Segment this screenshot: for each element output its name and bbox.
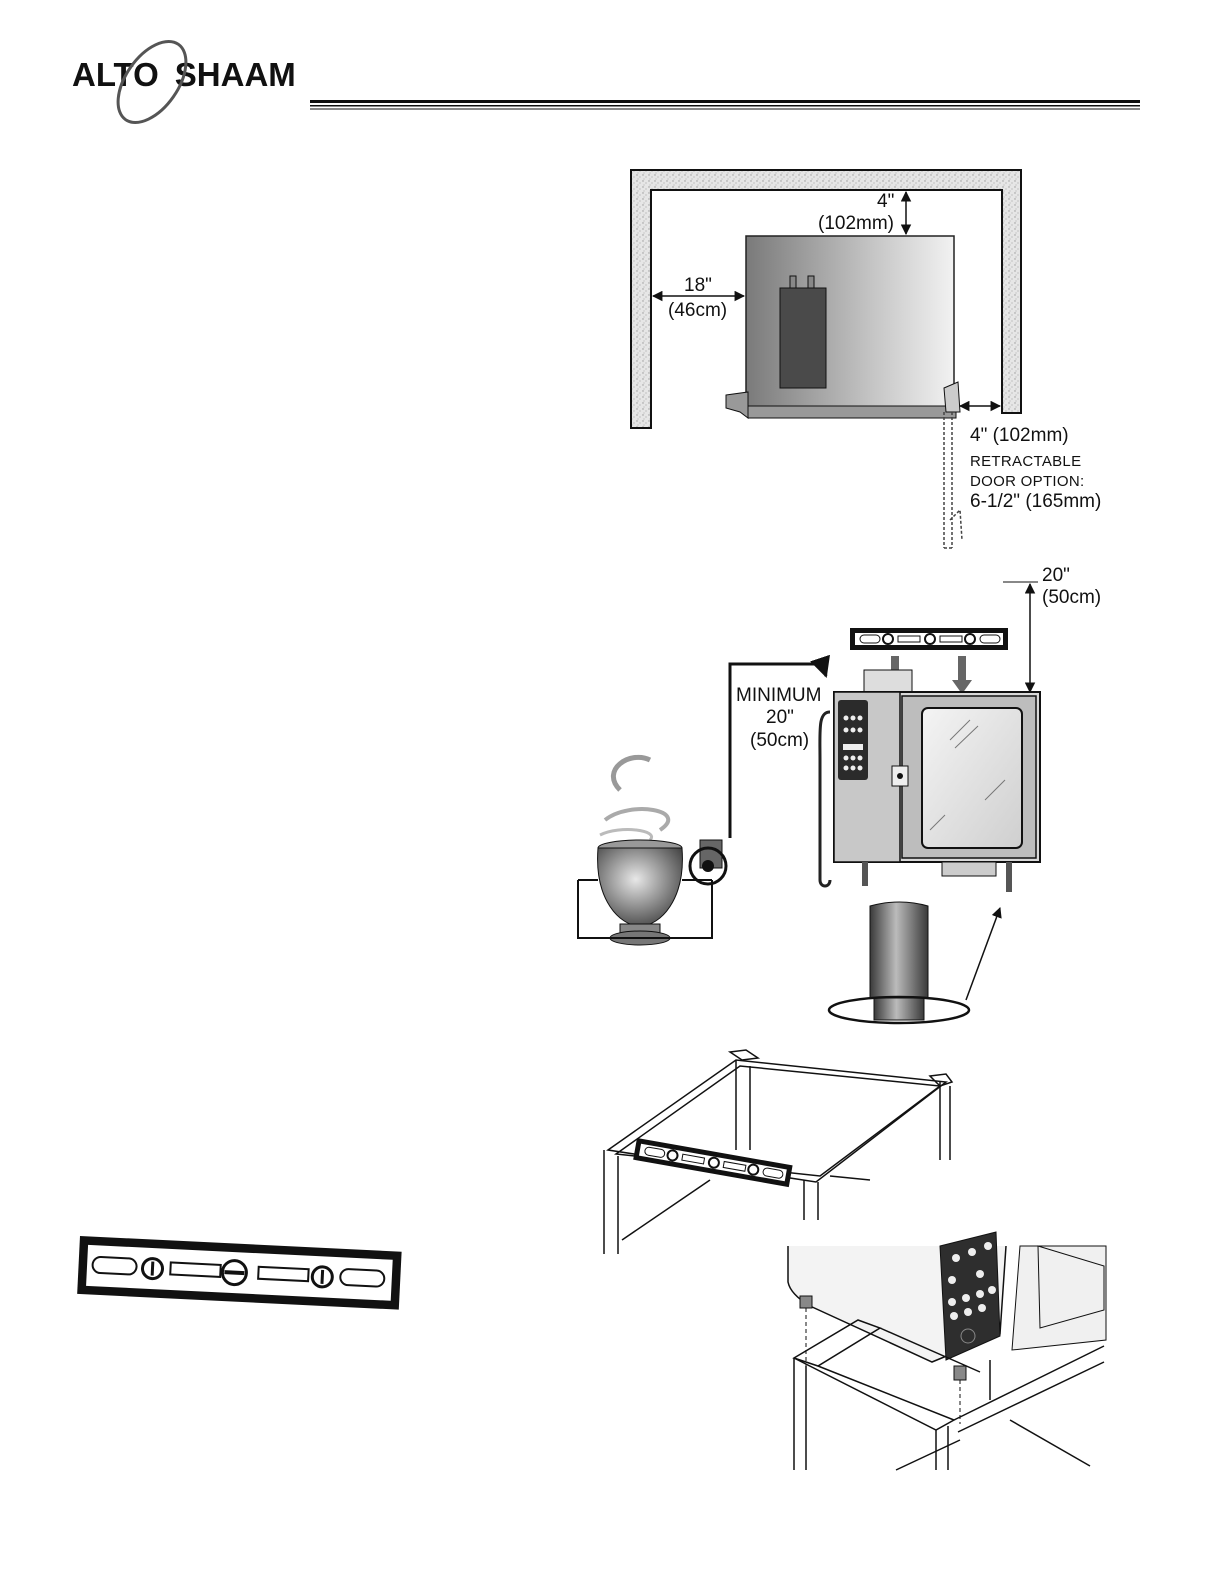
- retractable-value: 6-1/2" (165mm): [970, 492, 1101, 511]
- kettle-icon: [578, 840, 726, 945]
- oven-on-stand-diagram: [788, 1232, 1106, 1470]
- header-rule: [310, 100, 1140, 110]
- minimum-20in: 20": [766, 708, 794, 727]
- left-clearance-in: 18": [684, 276, 712, 295]
- top-clearance-20in: 20": [1042, 566, 1070, 585]
- placement-diagram: [578, 582, 1040, 1023]
- top-clearance-in: 4": [877, 192, 894, 211]
- top-clearance-mm: (102mm): [818, 214, 894, 233]
- retractable-label: RETRACTABLE: [970, 454, 1081, 469]
- left-clearance-cm: (46cm): [668, 301, 727, 320]
- minimum-label: MINIMUM: [736, 686, 821, 705]
- stand-level-icon: [633, 1138, 792, 1187]
- door-option-label: DOOR OPTION:: [970, 474, 1084, 489]
- level-tool-icon: [850, 628, 1008, 650]
- logo-swoosh-icon: [104, 29, 199, 134]
- spirit-level-icon: [77, 1236, 401, 1310]
- top-clearance-50cm: (50cm): [1042, 588, 1101, 607]
- minimum-50cm: (50cm): [750, 731, 809, 750]
- right-clearance: 4" (102mm): [970, 426, 1069, 445]
